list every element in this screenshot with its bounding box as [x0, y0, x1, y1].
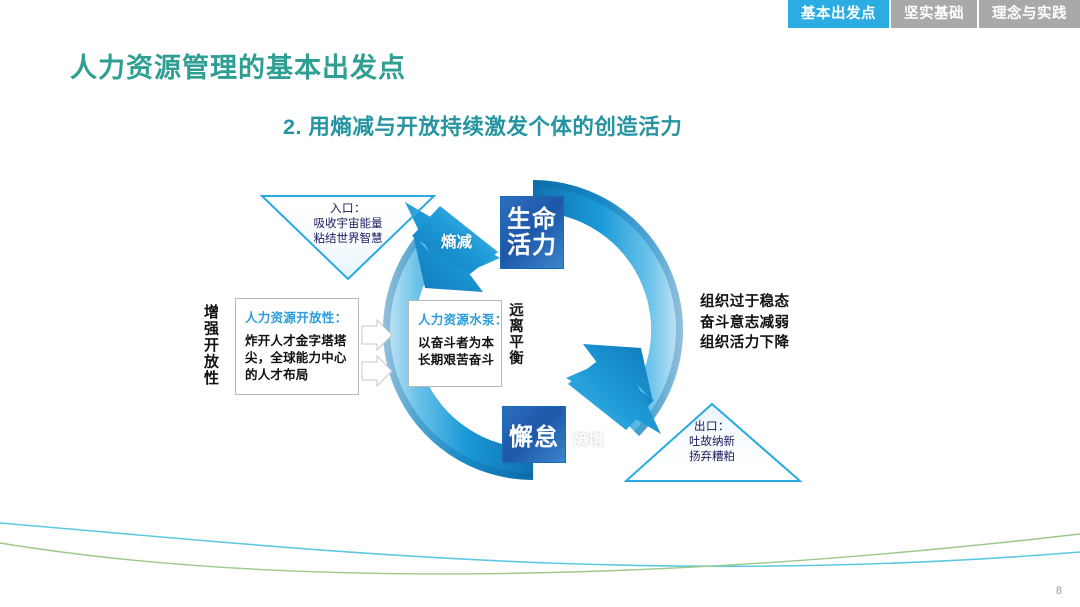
info-box-hr-openness-body: 炸开人才金字塔塔 尖，全球能力中心 的人才布局: [245, 333, 350, 384]
right-desc-line1: 组织过于稳态: [700, 294, 790, 310]
hr-openness-line1: 炸开人才金字塔塔: [245, 334, 347, 348]
page-number: 8: [1055, 585, 1062, 597]
hr-openness-line3: 的人才布局: [245, 367, 309, 382]
node-life-vitality[interactable]: 生命 活力: [500, 196, 564, 269]
decorative-waves: [0, 522, 1080, 575]
node-life-line1: 生命: [507, 206, 557, 234]
label-entropy-decrease: 熵减: [441, 234, 473, 251]
tab-philosophy-practice[interactable]: 理念与实践: [979, 0, 1080, 28]
hr-pump-line2: 长期艰苦奋斗: [418, 352, 495, 367]
entry-triangle-line1: 入口：: [330, 201, 366, 215]
exit-triangle-line1: 出口：: [694, 419, 730, 433]
exit-triangle-line3: 扬弃糟粕: [689, 449, 735, 464]
entry-triangle-line3: 粘结世界智慧: [313, 231, 383, 246]
right-desc-line2: 奋斗意志减弱: [700, 314, 790, 331]
label-far-from-equilibrium: 远离平衡: [507, 302, 523, 366]
info-box-hr-openness-heading: 人力资源开放性：: [245, 311, 348, 325]
entry-triangle-text: 入口： 吸收宇宙能量 粘结世界智慧: [288, 201, 408, 247]
info-box-hr-pump: 人力资源水泵： 以奋斗者为本 长期艰苦奋斗: [408, 300, 508, 387]
tab-solid-foundation[interactable]: 坚实基础: [891, 0, 977, 28]
label-enhance-openness: 增强开放性: [202, 304, 219, 387]
arrow-head-entropy-increase: [566, 344, 661, 434]
right-desc-line3: 组织活力下降: [700, 335, 790, 352]
info-box-hr-openness: 人力资源开放性： 炸开人才金字塔塔 尖，全球能力中心 的人才布局: [235, 298, 359, 395]
tab-basic-starting-point[interactable]: 基本出发点: [788, 0, 889, 28]
page-title: 人力资源管理的基本出发点: [70, 53, 406, 83]
hr-pump-line1: 以奋斗者为本: [418, 336, 495, 350]
node-slackness[interactable]: 懈怠: [502, 406, 566, 463]
arrow-head-entropy-decrease: [405, 202, 500, 292]
nav-tabbar: 基本出发点 坚实基础 理念与实践: [786, 0, 1080, 28]
white-flow-arrows: [361, 318, 393, 388]
entry-triangle: [259, 195, 437, 281]
node-slackness-line1: 懈怠: [509, 424, 559, 451]
right-description-text: 组织过于稳态 奋斗意志减弱 组织活力下降: [700, 292, 789, 354]
node-life-line2: 活力: [507, 231, 557, 259]
label-entropy-increase: 熵增: [573, 432, 605, 449]
slide-subtitle: 2. 用熵减与开放持续激发个体的创造活力: [283, 115, 683, 139]
info-box-hr-pump-body: 以奋斗者为本 长期艰苦奋斗: [418, 335, 495, 369]
exit-triangle-text: 出口： 吐故纳新 扬弃糟粕: [652, 419, 772, 465]
entry-triangle-line2: 吸收宇宙能量: [313, 216, 383, 231]
exit-triangle-line2: 吐故纳新: [689, 434, 735, 449]
hr-openness-line2: 尖，全球能力中心: [245, 350, 347, 365]
exit-triangle: [623, 402, 803, 482]
info-box-hr-pump-heading: 人力资源水泵：: [418, 313, 508, 327]
